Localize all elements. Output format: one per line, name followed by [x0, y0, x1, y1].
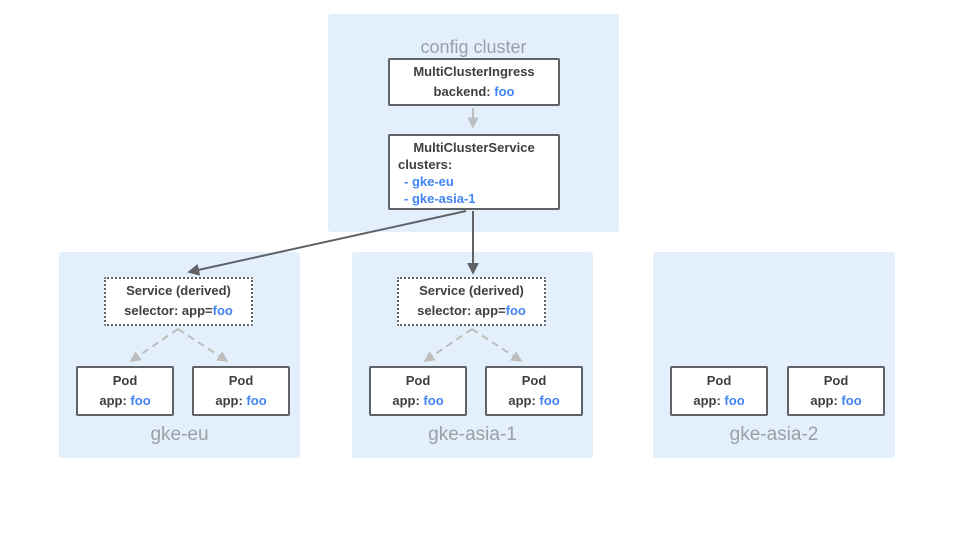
pod-box: Pod app: foo [192, 366, 290, 416]
pod-box: Pod app: foo [485, 366, 583, 416]
pod-box: Pod app: foo [787, 366, 885, 416]
pod-app-line: app: foo [371, 391, 465, 411]
pod-app-value: foo [539, 393, 560, 408]
pod-app-label: app: [215, 393, 247, 408]
derived-service-box: Service (derived) selector: app=foo [104, 277, 253, 326]
pod-box: Pod app: foo [369, 366, 467, 416]
mcs-cluster-item-gke-asia-1: - gke-asia-1 [404, 191, 476, 206]
config-cluster-panel: config cluster MultiClusterIngress backe… [328, 14, 619, 232]
pod-app-line: app: foo [487, 391, 581, 411]
cluster-name-label: gke-eu [150, 424, 209, 445]
mci-backend-label: backend: [433, 84, 495, 99]
selector-value: foo [505, 303, 526, 318]
pod-title: Pod [823, 373, 849, 388]
pod-app-label: app: [99, 393, 131, 408]
multiclusteringress-box: MultiClusterIngress backend: foo [388, 58, 560, 106]
mcs-clusters-label: clusters: [398, 157, 453, 172]
cluster-panel-gke-eu: Service (derived) selector: app=foo Pod … [59, 252, 300, 458]
derived-service-box: Service (derived) selector: app=foo [397, 277, 546, 326]
pod-app-label: app: [508, 393, 540, 408]
pod-app-line: app: foo [78, 391, 172, 411]
pod-box: Pod app: foo [76, 366, 174, 416]
cluster-name-label: gke-asia-1 [428, 424, 517, 445]
pod-title: Pod [228, 373, 254, 388]
mcs-cluster-item-gke-eu: - gke-eu [404, 174, 454, 189]
pod-app-value: foo [246, 393, 267, 408]
multiclusterservice-box: MultiClusterService clusters: - gke-eu -… [388, 134, 560, 210]
mci-backend-value: foo [494, 84, 515, 99]
mcs-title: MultiClusterService [413, 140, 535, 155]
selector-label: selector: app= [124, 303, 213, 318]
pod-app-line: app: foo [672, 391, 766, 411]
derived-service-selector: selector: app=foo [106, 301, 251, 321]
derived-service-title: Service (derived) [126, 283, 231, 298]
pod-title: Pod [521, 373, 547, 388]
pod-app-line: app: foo [194, 391, 288, 411]
pod-app-label: app: [693, 393, 725, 408]
mci-title: MultiClusterIngress [413, 64, 535, 79]
cluster-panel-gke-asia-2: Pod app: foo Pod app: foo gke-asia-2 [653, 252, 895, 458]
pod-app-value: foo [841, 393, 862, 408]
derived-service-selector: selector: app=foo [399, 301, 544, 321]
mci-backend-line: backend: foo [390, 82, 558, 102]
selector-value: foo [212, 303, 233, 318]
pod-app-value: foo [130, 393, 151, 408]
selector-label: selector: app= [417, 303, 506, 318]
pod-app-label: app: [810, 393, 842, 408]
pod-title: Pod [405, 373, 431, 388]
pod-app-line: app: foo [789, 391, 883, 411]
pod-box: Pod app: foo [670, 366, 768, 416]
pod-app-value: foo [423, 393, 444, 408]
pod-title: Pod [112, 373, 138, 388]
pod-app-value: foo [724, 393, 745, 408]
cluster-name-label: gke-asia-2 [729, 424, 819, 445]
pod-app-label: app: [392, 393, 424, 408]
derived-service-title: Service (derived) [419, 283, 524, 298]
pod-title: Pod [706, 373, 732, 388]
config-cluster-label: config cluster [420, 37, 527, 57]
cluster-panel-gke-asia-1: Service (derived) selector: app=foo Pod … [352, 252, 593, 458]
